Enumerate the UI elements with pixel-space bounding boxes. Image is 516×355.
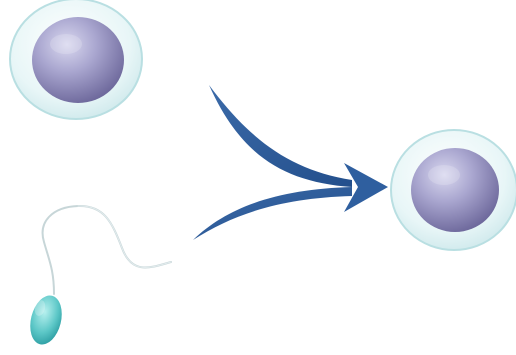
sperm-cell-icon bbox=[25, 206, 171, 348]
zygote-icon bbox=[391, 130, 516, 250]
merge-arrow-icon bbox=[193, 85, 388, 240]
egg-cell-icon bbox=[10, 0, 142, 119]
